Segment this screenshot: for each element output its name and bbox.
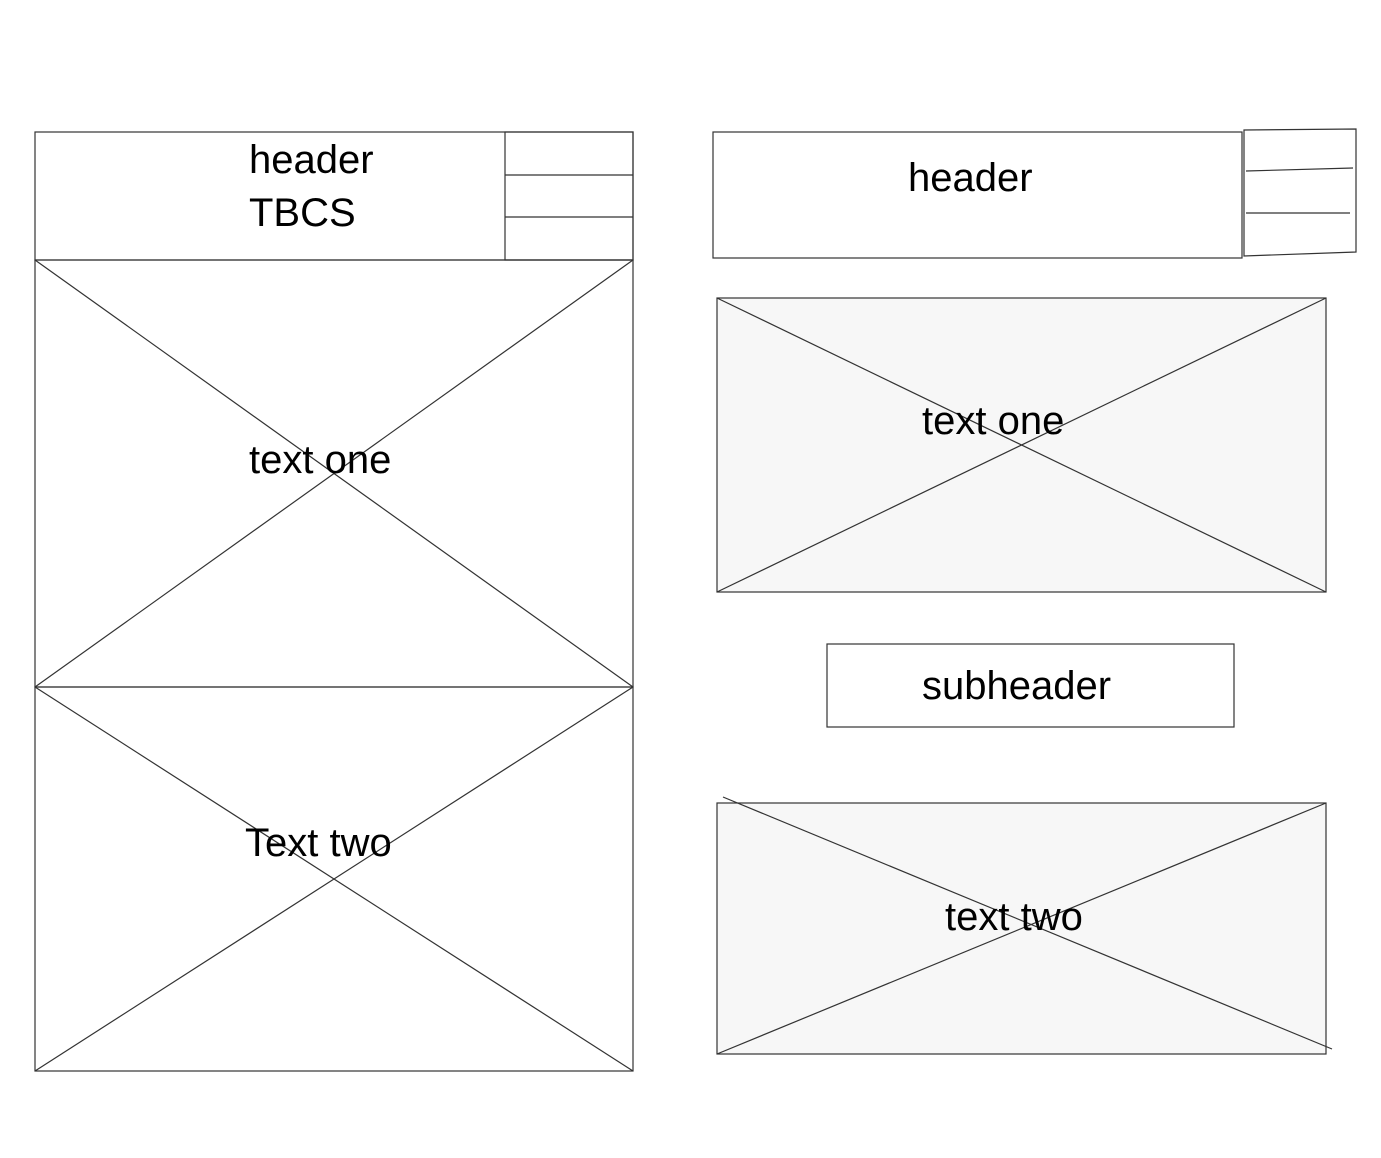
right-placeholder-two-diagonal xyxy=(716,802,1327,1055)
right-header-box xyxy=(712,131,1243,259)
left-placeholder-one-diagonal xyxy=(34,259,634,688)
right-hamburger-box xyxy=(1243,128,1357,257)
right-hamburger-line xyxy=(1245,167,1354,172)
right-placeholder-two-diagonal xyxy=(722,796,1333,1050)
right-subheader-label: subheader xyxy=(922,664,1112,708)
right-placeholder-one-label: text one xyxy=(922,399,1065,443)
left-placeholder-two-diagonal xyxy=(34,686,634,1072)
right-header-title: header xyxy=(908,156,1033,200)
right-subheader-box xyxy=(826,643,1235,728)
right-placeholder-two-label: text two xyxy=(945,895,1083,939)
left-header-title: header xyxy=(249,138,374,182)
left-wireframe xyxy=(34,131,634,1072)
left-placeholder-two-label: Text two xyxy=(245,821,392,865)
left-placeholder-one-label: text one xyxy=(249,438,392,482)
right-placeholder-one-diagonal xyxy=(716,297,1327,593)
left-hamburger-box xyxy=(504,131,634,261)
left-header-subtitle: TBCS xyxy=(249,191,356,235)
left-image-placeholder-two xyxy=(34,686,634,1072)
right-wireframe xyxy=(712,128,1357,1055)
